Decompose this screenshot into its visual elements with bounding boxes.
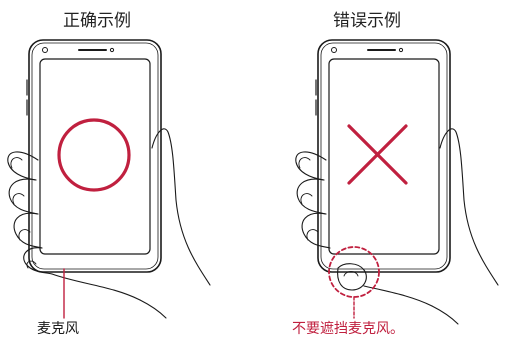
phone-illustration-correct bbox=[26, 39, 162, 273]
phone-illustration-incorrect bbox=[315, 39, 451, 273]
incorrect-example-panel bbox=[295, 39, 499, 325]
hand-illustration-correct bbox=[7, 128, 211, 319]
correct-circle-mark bbox=[57, 118, 131, 192]
correct-example-panel bbox=[7, 39, 211, 319]
microphone-label: 麦克风 bbox=[37, 321, 79, 337]
incorrect-x-mark bbox=[347, 124, 408, 185]
hand-illustration-incorrect bbox=[295, 128, 499, 325]
correct-example-title: 正确示例 bbox=[63, 11, 131, 31]
do-not-cover-microphone-label: 不要遮挡麦克风。 bbox=[292, 321, 404, 337]
incorrect-example-title: 错误示例 bbox=[333, 11, 401, 31]
